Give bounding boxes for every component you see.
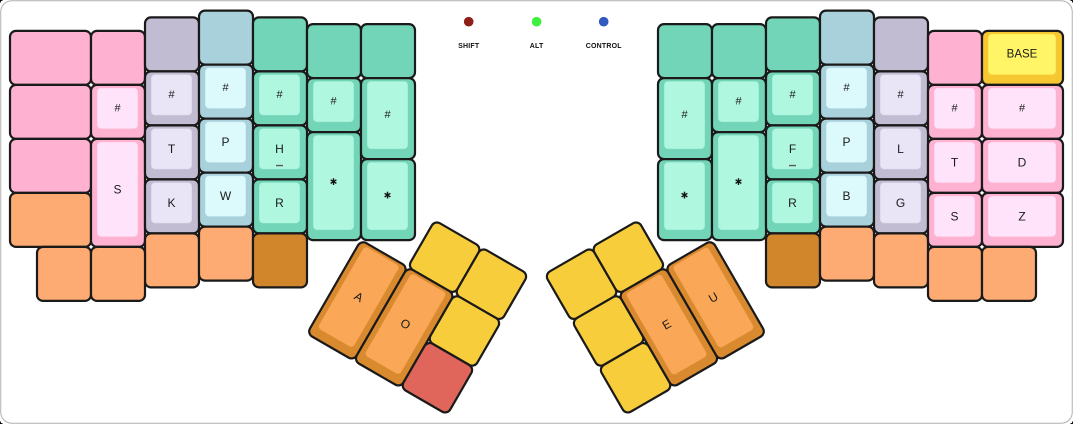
svg-text:#: #: [735, 96, 742, 108]
svg-text:P: P: [842, 135, 850, 149]
svg-text:#: #: [330, 96, 337, 108]
svg-text:#: #: [789, 89, 796, 101]
svg-text:R: R: [275, 196, 284, 210]
svg-text:SHIFT: SHIFT: [458, 43, 480, 50]
svg-text:BASE: BASE: [1007, 48, 1038, 60]
svg-text:#: #: [222, 82, 229, 94]
svg-text:T: T: [951, 155, 959, 169]
svg-text:S: S: [950, 209, 958, 223]
svg-text:#: #: [1019, 102, 1026, 114]
svg-text:D: D: [1018, 155, 1027, 169]
svg-text:W: W: [220, 189, 232, 203]
svg-text:H: H: [275, 142, 284, 156]
svg-text:B: B: [842, 189, 850, 203]
svg-text:P: P: [221, 135, 229, 149]
svg-text:R: R: [788, 196, 797, 210]
svg-text:ALT: ALT: [530, 43, 544, 50]
svg-text:G: G: [896, 196, 905, 210]
svg-text:#: #: [114, 102, 121, 114]
svg-text:#: #: [276, 89, 283, 101]
svg-text:#: #: [951, 102, 958, 114]
svg-text:#: #: [681, 109, 688, 121]
svg-text:#: #: [384, 109, 391, 121]
svg-text:K: K: [167, 196, 175, 210]
svg-text:L: L: [897, 142, 904, 156]
svg-text:Z: Z: [1018, 209, 1025, 223]
svg-text:S: S: [113, 182, 121, 196]
svg-text:CONTROL: CONTROL: [586, 43, 623, 50]
svg-text:T: T: [168, 142, 176, 156]
svg-text:#: #: [168, 89, 175, 101]
svg-text:#: #: [897, 89, 904, 101]
svg-text:F: F: [789, 142, 796, 156]
svg-text:#: #: [843, 82, 850, 94]
